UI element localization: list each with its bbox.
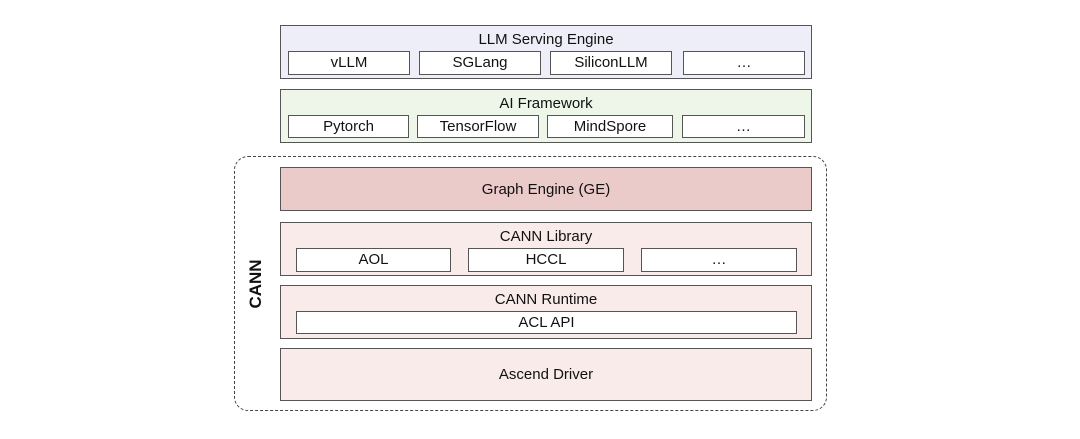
library-item-hccl: HCCL [468,248,624,272]
cann-library-title: CANN Library [499,228,593,245]
llm-serving-engine-layer: LLM Serving Engine vLLM SGLang SiliconLL… [280,25,812,79]
ascend-driver-layer: Ascend Driver [280,348,812,401]
runtime-item-acl-api: ACL API [296,311,797,334]
llm-item-siliconllm: SiliconLLM [550,51,672,75]
ai-item-pytorch: Pytorch [288,115,409,138]
ai-item-more: … [682,115,805,138]
ai-item-mindspore: MindSpore [547,115,673,138]
cann-container [234,156,827,411]
cann-library-layer: CANN Library AOL HCCL … [280,222,812,276]
llm-item-more: … [683,51,805,75]
ai-framework-layer: AI Framework Pytorch TensorFlow MindSpor… [280,89,812,143]
graph-engine-title: Graph Engine (GE) [481,181,611,198]
library-item-aol: AOL [296,248,451,272]
ascend-driver-title: Ascend Driver [498,366,594,383]
library-item-more: … [641,248,797,272]
graph-engine-layer: Graph Engine (GE) [280,167,812,211]
cann-label: CANN [246,259,265,309]
ai-framework-title: AI Framework [499,95,593,112]
cann-runtime-layer: CANN Runtime ACL API [280,285,812,339]
llm-item-vllm: vLLM [288,51,410,75]
llm-serving-engine-title: LLM Serving Engine [478,31,614,48]
llm-item-sglang: SGLang [419,51,541,75]
ai-item-tensorflow: TensorFlow [417,115,539,138]
cann-runtime-title: CANN Runtime [494,291,598,308]
